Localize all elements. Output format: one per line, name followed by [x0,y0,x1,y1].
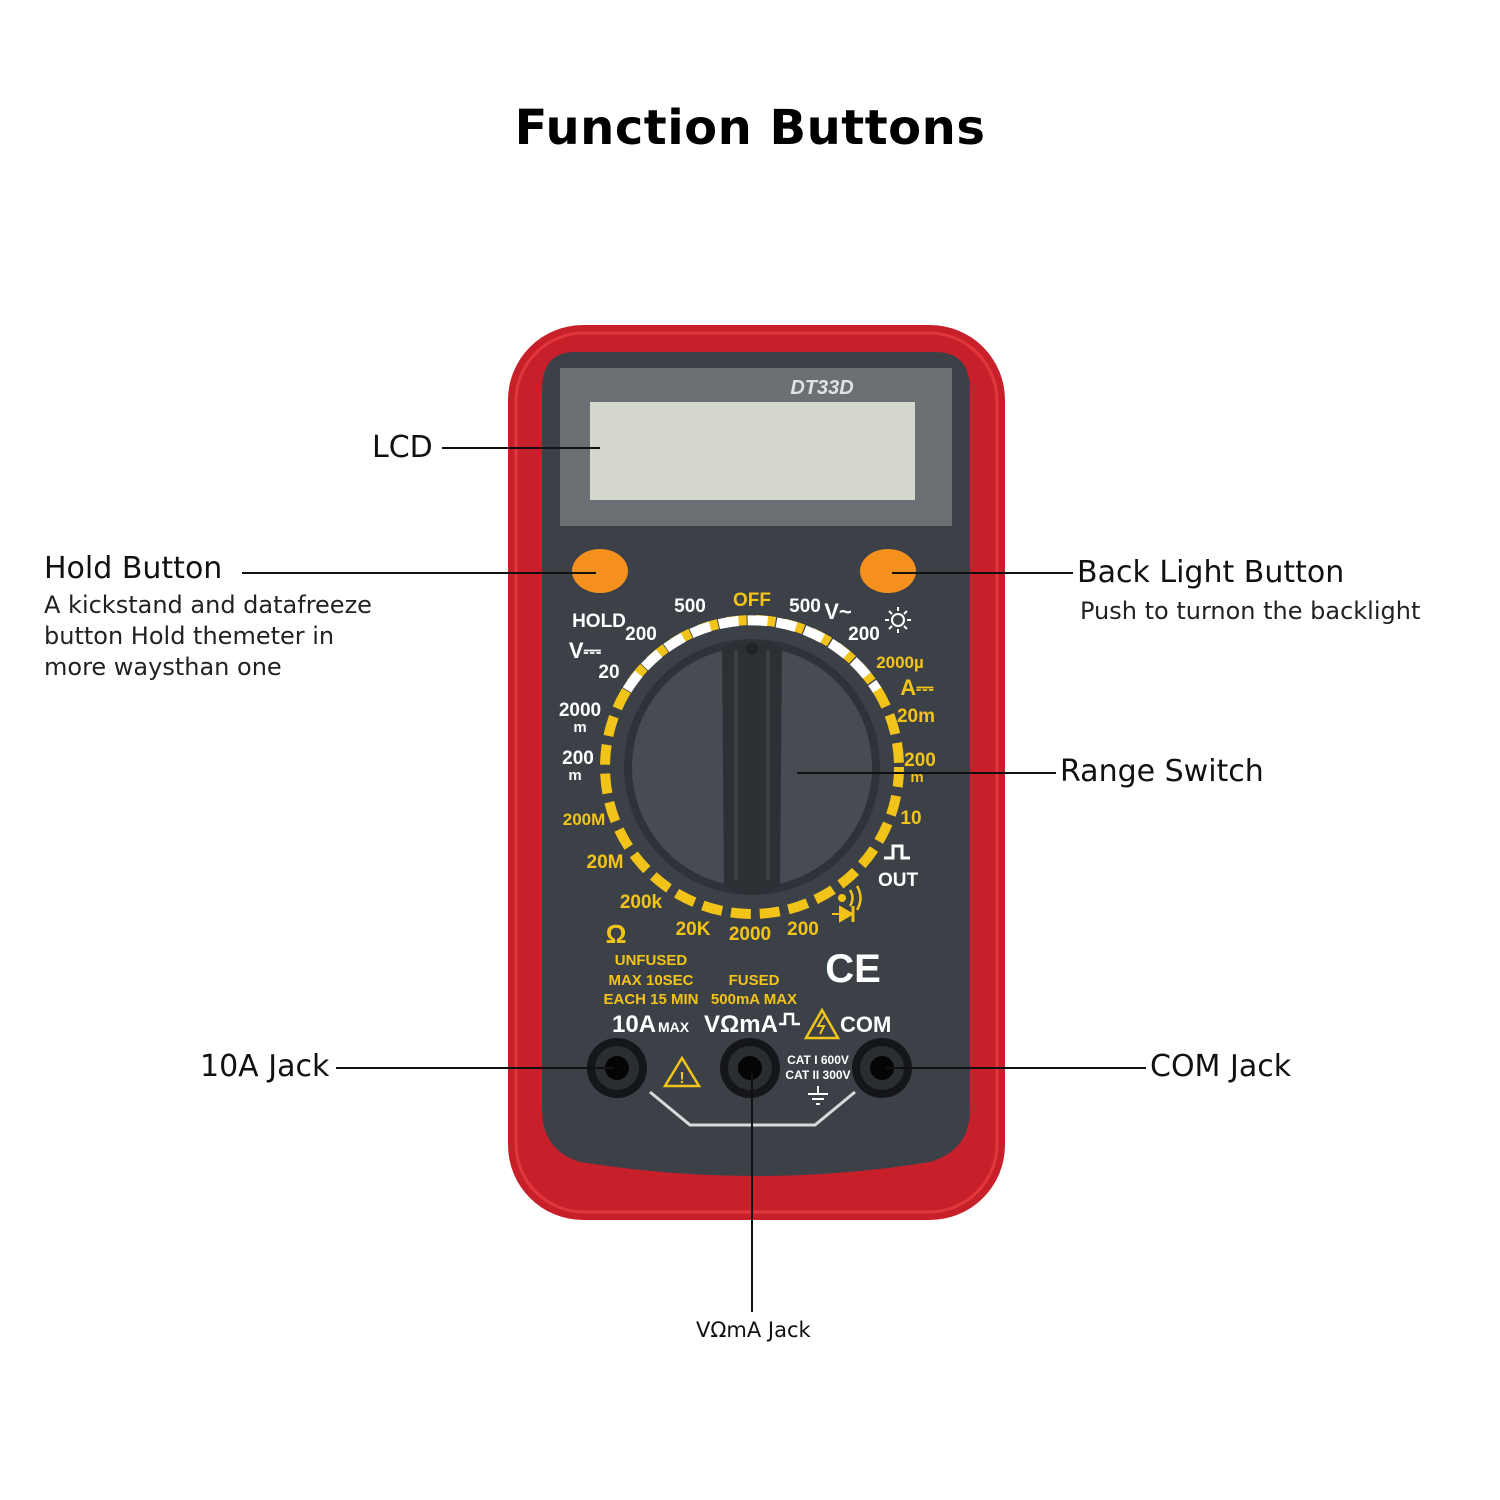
range-label: 2000 [729,924,771,945]
adc-symbol: A⎓ [900,675,934,700]
description-line: A kickstand and datafreeze [44,591,372,619]
range-label: 200 [787,919,819,940]
jack-10a-marking: 10A [612,1011,656,1038]
ground-icon [808,1086,828,1105]
jack-com[interactable] [852,1038,912,1098]
sun-icon [885,607,911,633]
jack-rating-text: EACH 15 MIN [603,991,698,1008]
model-label: DT33D [790,377,853,399]
cat-rating-text: CAT I 600V [787,1053,849,1067]
range-label: 20M [587,852,624,873]
range-label: 200 [625,624,657,645]
range-label: 20 [598,662,619,683]
description-line: more waysthan one [44,653,282,681]
ce-mark: CE [825,947,881,991]
range-label: m [573,719,586,736]
backlight-button-description: Push to turnon the backlight [1080,596,1420,627]
lcd-screen [590,402,915,500]
range-label: m [910,769,923,786]
jack-rating-text: FUSED [729,972,780,989]
continuity-buzzer-icon [838,885,862,911]
ohm-symbol: Ω [606,919,627,949]
jack-rating-text: MAX 10SEC [608,972,693,989]
vma-jack-label: VΩmA Jack [696,1318,811,1342]
range-switch-label: Range Switch [1060,754,1264,789]
jack-10a-label: 10A Jack [200,1049,330,1084]
jack-10a-max-marking: MAX [658,1019,690,1035]
hold-button-label: Hold Button [44,551,223,586]
description-line: button Hold themeter in [44,622,335,650]
com-jack-label: COM Jack [1150,1049,1292,1084]
description-line: Push to turnon the backlight [1080,597,1421,625]
range-label: 2000 [559,700,601,721]
jack-vma[interactable] [720,1038,780,1098]
knob-pointer [746,643,758,655]
range-label: 20K [676,919,711,940]
jack-rating-text: 500mA MAX [711,991,797,1008]
jack-rating-text: UNFUSED [615,952,688,969]
backlight-button-label: Back Light Button [1077,555,1345,590]
jack-com-marking: COM [840,1012,891,1037]
warning-triangle-icon [803,1007,841,1040]
backlight-button[interactable] [860,549,916,593]
jack-vma-marking: VΩmA [704,1011,778,1038]
range-label: 200M [563,810,606,829]
range-label: 200 [904,750,936,771]
dial-scale-ring [600,615,904,919]
warning-triangle-icon: ! [662,1055,702,1088]
range-label: 500 [789,596,821,617]
range-label: 500 [674,596,706,617]
range-label: m [568,767,581,784]
square-wave-icon [779,1012,800,1026]
range-label: 200 [848,624,880,645]
range-label: 10 [900,808,921,829]
square-wave-icon [884,844,910,860]
range-label: 200 [562,748,594,769]
range-label: 20m [897,706,935,727]
knob-grip [722,640,782,894]
dial-hold-label: HOLD [572,611,626,632]
vac-symbol: V~ [824,599,852,624]
diode-icon [832,905,855,923]
dial-out-label: OUT [878,870,919,891]
dial-off-label: OFF [733,590,771,611]
page-title: Function Buttons [514,100,986,156]
cat-rating-text: CAT II 300V [785,1068,850,1082]
hold-button[interactable] [572,549,628,593]
lcd-label: LCD [372,430,433,465]
hold-button-description: A kickstand and datafreeze button Hold t… [44,590,372,683]
range-label: 200k [620,892,663,913]
range-label: 2000µ [876,653,924,672]
svg-text:!: ! [679,1070,684,1087]
jack-10a[interactable] [587,1038,647,1098]
vdc-symbol: V⎓ [569,638,602,663]
